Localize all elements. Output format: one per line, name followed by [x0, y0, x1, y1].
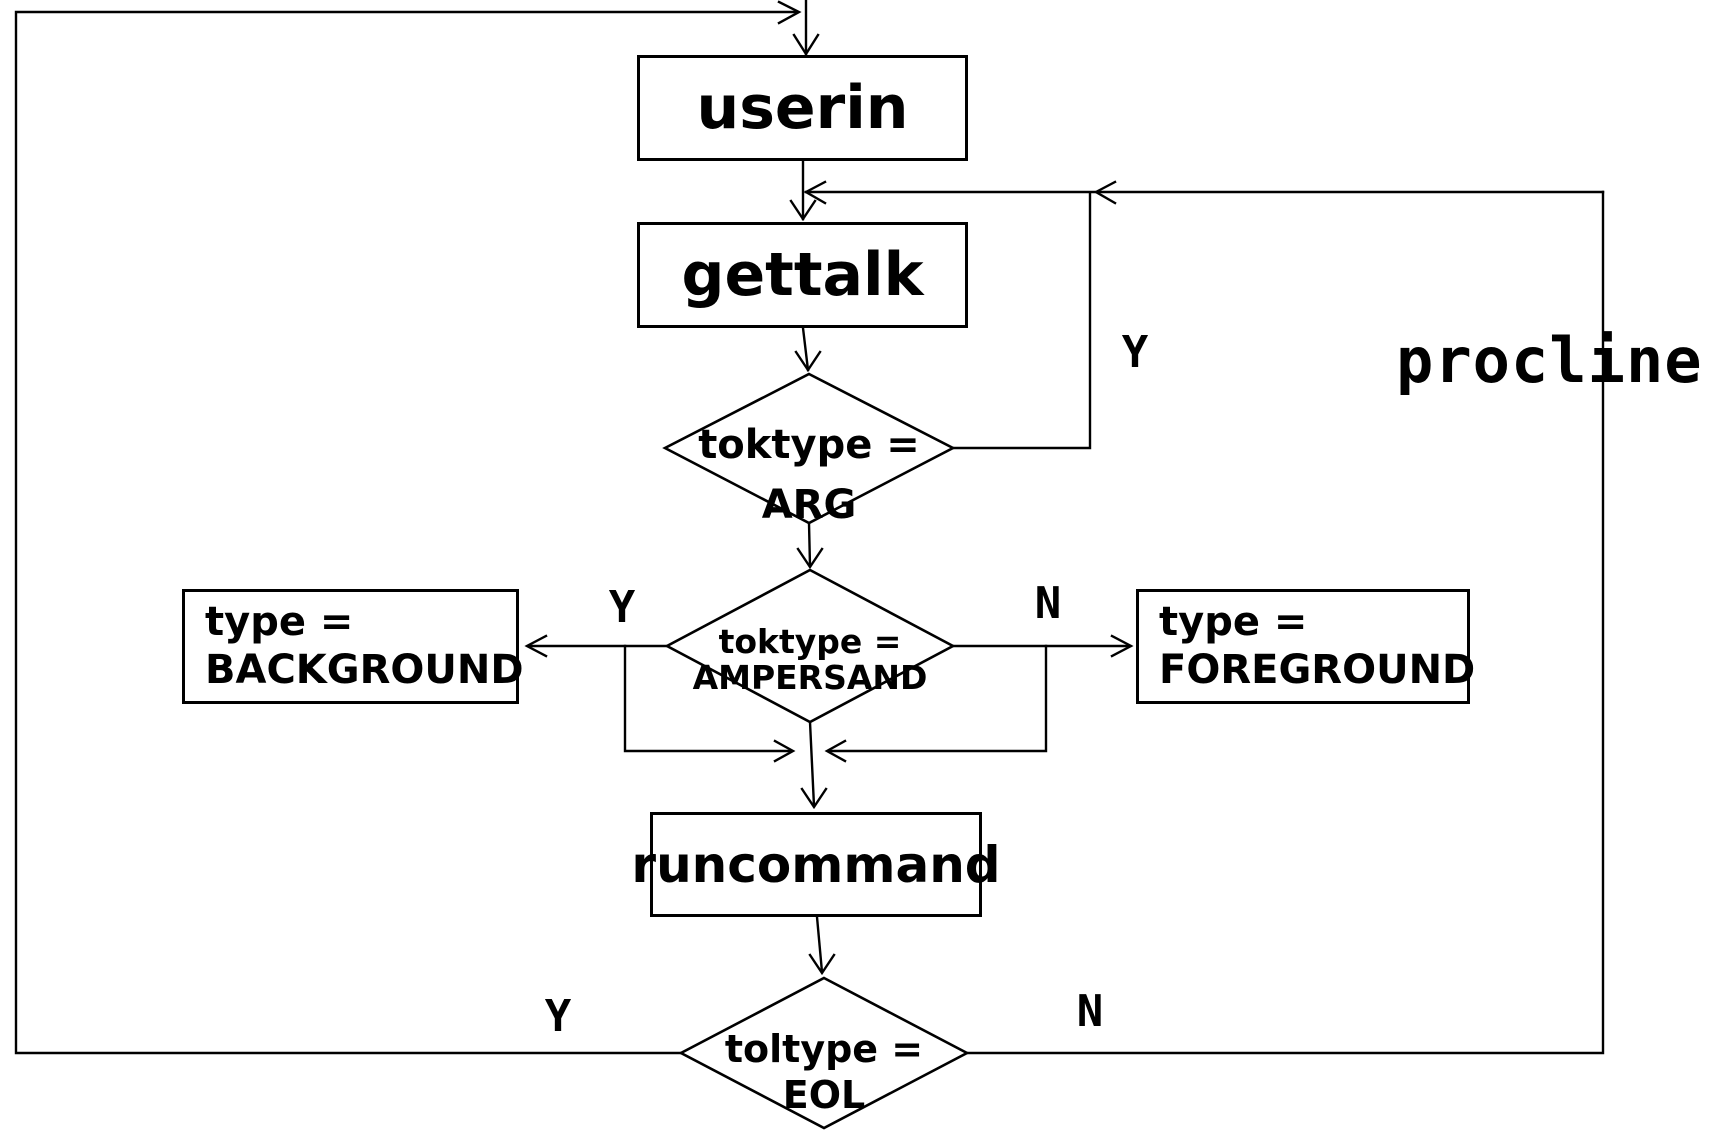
process-box-type-foreground: type = FOREGROUND: [1136, 589, 1475, 704]
edge-eol-yes-loop: [14, 0, 802, 1055]
label-eol-yes: Y: [544, 991, 572, 1042]
decision-eol-shape: [678, 976, 970, 1130]
edge-gettalk-to-arg: [794, 326, 822, 373]
process-box-gettalk: gettalk: [637, 222, 968, 328]
procline-routine-label: procline: [1396, 324, 1703, 397]
process-box-type-background: type = BACKGROUND: [182, 589, 524, 704]
decision-arg-shape: [662, 372, 956, 525]
edge-ampersand-to-runcommand: [800, 720, 828, 810]
edge-userin-to-gettalk: [789, 159, 817, 222]
process-box-userin: userin: [637, 55, 968, 161]
label-ampersand-no: N: [1034, 578, 1062, 629]
foreground-label-line1: type =: [1159, 599, 1308, 646]
runcommand-label: runcommand: [631, 835, 1001, 894]
decision-ampersand-shape: [664, 568, 956, 724]
background-label-line2: BACKGROUND: [205, 646, 524, 693]
edge-ampersand-no: [824, 634, 1134, 763]
edge-arg-yes: [951, 191, 1092, 450]
userin-label: userin: [696, 73, 909, 143]
edge-runcommand-to-eol: [808, 915, 836, 976]
edge-ampersand-yes: [524, 634, 796, 763]
label-arg-yes: Y: [1121, 327, 1149, 378]
process-box-runcommand: runcommand: [631, 812, 1001, 917]
foreground-label-line2: FOREGROUND: [1159, 646, 1476, 693]
label-ampersand-yes: Y: [608, 582, 636, 633]
edge-arg-to-ampersand: [796, 521, 824, 570]
edge-feedback-line: [803, 180, 1605, 205]
edge-eol-no-procline-loop: [965, 190, 1605, 1055]
gettalk-label: gettalk: [681, 240, 924, 310]
label-eol-no: N: [1076, 986, 1104, 1037]
background-label-line1: type =: [205, 599, 354, 646]
edge-start-to-userin: [792, 0, 820, 57]
